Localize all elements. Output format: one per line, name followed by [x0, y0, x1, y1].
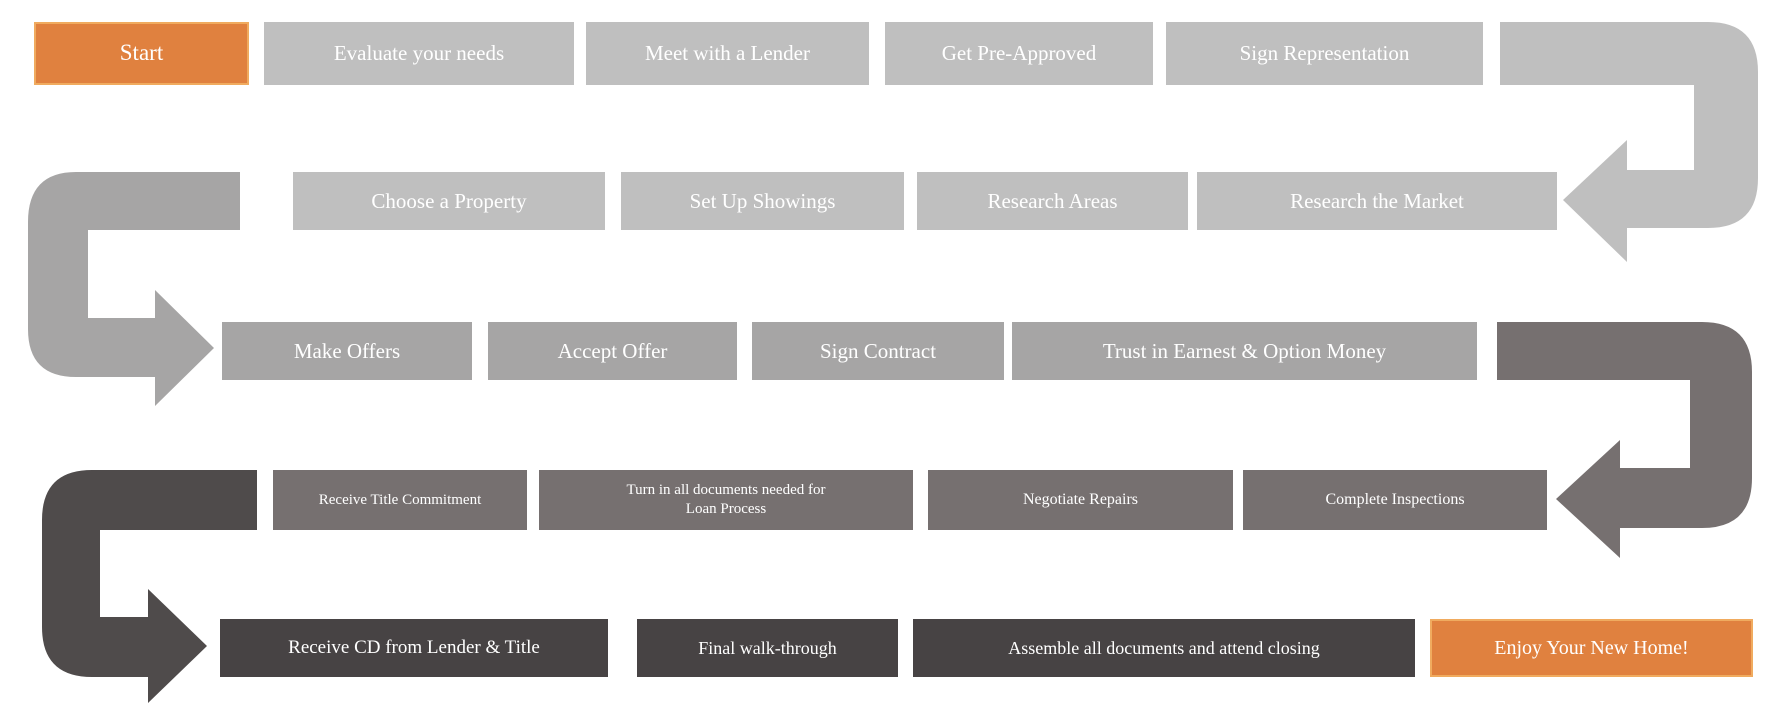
step-label: Make Offers [293, 338, 401, 363]
step-set-up-showings: Set Up Showings [621, 172, 904, 230]
step-receive-cd-from-lender-and-title: Receive CD from Lender & Title [220, 619, 608, 677]
step-label: Receive CD from Lender & Title [288, 637, 540, 659]
step-sign-contract: Sign Contract [752, 322, 1004, 380]
step-accept-offer: Accept Offer [488, 322, 737, 380]
step-label: Set Up Showings [689, 188, 836, 213]
step-assemble-documents-and-attend-closing: Assemble all documents and attend closin… [913, 619, 1415, 677]
step-turn-in-all-documents-for-loan-process: Turn in all documents needed for Loan Pr… [539, 470, 913, 530]
step-research-areas: Research Areas [917, 172, 1188, 230]
step-label: Turn in all documents needed for Loan Pr… [626, 482, 826, 517]
step-choose-a-property: Choose a Property [293, 172, 605, 230]
step-get-pre-approved: Get Pre-Approved [885, 22, 1153, 85]
u-turn-arrow-left-row4-row5-icon [42, 470, 257, 703]
step-receive-title-commitment: Receive Title Commitment [273, 470, 527, 530]
step-negotiate-repairs: Negotiate Repairs [928, 470, 1233, 530]
step-enjoy-your-new-home: Enjoy Your New Home! [1430, 619, 1753, 677]
step-label: Meet with a Lender [644, 41, 811, 66]
step-meet-with-a-lender: Meet with a Lender [586, 22, 869, 85]
step-label: Research Areas [987, 188, 1118, 213]
step-label: Get Pre-Approved [941, 41, 1097, 66]
step-start: Start [34, 22, 249, 85]
step-label: Sign Contract [819, 338, 937, 363]
step-sign-representation: Sign Representation [1166, 22, 1483, 85]
u-turn-arrow-right-row3-row4-icon [1497, 322, 1752, 558]
u-turn-arrow-right-row1-row2-icon [1500, 22, 1758, 262]
step-label: Enjoy Your New Home! [1494, 636, 1689, 659]
step-label: Final walk-through [698, 637, 837, 658]
step-trust-in-earnest-and-option-money: Trust in Earnest & Option Money [1012, 322, 1477, 380]
step-label: Trust in Earnest & Option Money [1102, 338, 1387, 363]
step-label: Complete Inspections [1325, 491, 1465, 508]
step-research-the-market: Research the Market [1197, 172, 1557, 230]
step-complete-inspections: Complete Inspections [1243, 470, 1547, 530]
step-label: Research the Market [1290, 188, 1464, 213]
step-label: Accept Offer [557, 338, 668, 363]
step-final-walk-through: Final walk-through [637, 619, 898, 677]
step-label: Choose a Property [371, 188, 527, 213]
step-evaluate-your-needs: Evaluate your needs [264, 22, 574, 85]
step-label: Evaluate your needs [333, 41, 505, 66]
step-label: Start [119, 40, 164, 66]
step-label: Receive Title Commitment [318, 491, 482, 508]
u-turn-arrow-left-row2-row3-icon [28, 172, 240, 406]
step-label: Negotiate Repairs [1022, 491, 1139, 508]
step-label: Assemble all documents and attend closin… [1008, 637, 1320, 658]
step-label: Sign Representation [1239, 41, 1410, 66]
step-make-offers: Make Offers [222, 322, 472, 380]
